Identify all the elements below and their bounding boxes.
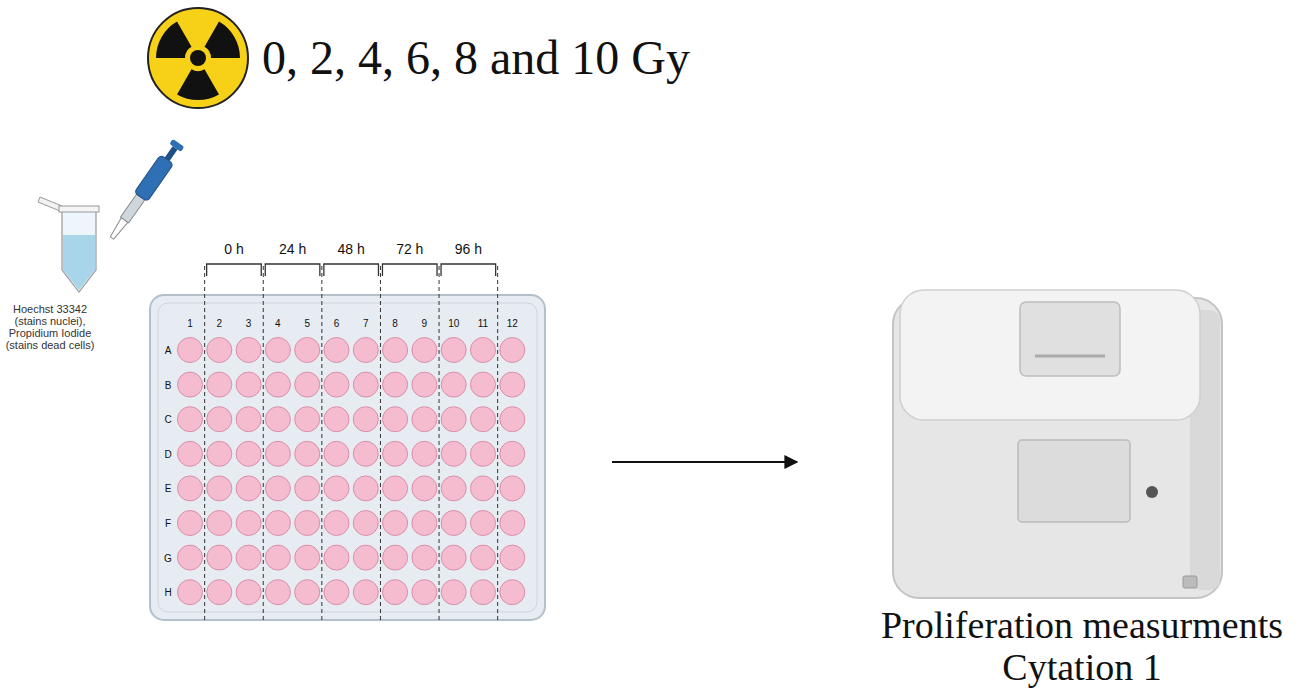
dose-title: 0, 2, 4, 6, 8 and 10 Gy [262, 32, 690, 85]
time-label: 24 h [279, 242, 306, 257]
pipette [105, 138, 185, 242]
row-letter: H [164, 587, 171, 598]
column-number: 11 [478, 318, 488, 329]
column-number: 4 [275, 318, 281, 329]
instrument-caption: Proliferation measurments [881, 605, 1283, 647]
row-letter: B [165, 379, 172, 390]
row-letter: G [164, 552, 172, 563]
column-number: 12 [507, 318, 518, 329]
time-label: 0 h [224, 242, 243, 257]
time-label: 72 h [396, 242, 423, 257]
column-number: 7 [363, 318, 369, 329]
column-number: 1 [187, 318, 193, 329]
column-number: 10 [448, 318, 459, 329]
column-number: 6 [334, 318, 340, 329]
time-brackets [205, 264, 498, 620]
column-number: 5 [304, 318, 310, 329]
row-letter: E [165, 483, 172, 494]
column-number: 8 [392, 318, 398, 329]
column-number: 2 [217, 318, 223, 329]
column-number: 3 [246, 318, 252, 329]
time-label: 48 h [338, 242, 365, 257]
row-letter: A [165, 345, 172, 356]
column-number: 9 [422, 318, 428, 329]
radiation-symbol [148, 8, 248, 108]
well-plate [150, 295, 545, 620]
row-letter: D [164, 448, 171, 459]
instrument-name: Cytation 1 [1002, 647, 1161, 689]
imaging-reader [893, 290, 1222, 598]
row-letter: C [164, 414, 171, 425]
wells [178, 338, 525, 605]
flow-arrow [612, 461, 797, 463]
time-label: 96 h [455, 242, 482, 257]
reagent-label: Hoechst 33342 (stains nuclei), Propidium… [0, 303, 100, 351]
row-letter: F [165, 518, 171, 529]
reagent-tube [38, 197, 99, 292]
